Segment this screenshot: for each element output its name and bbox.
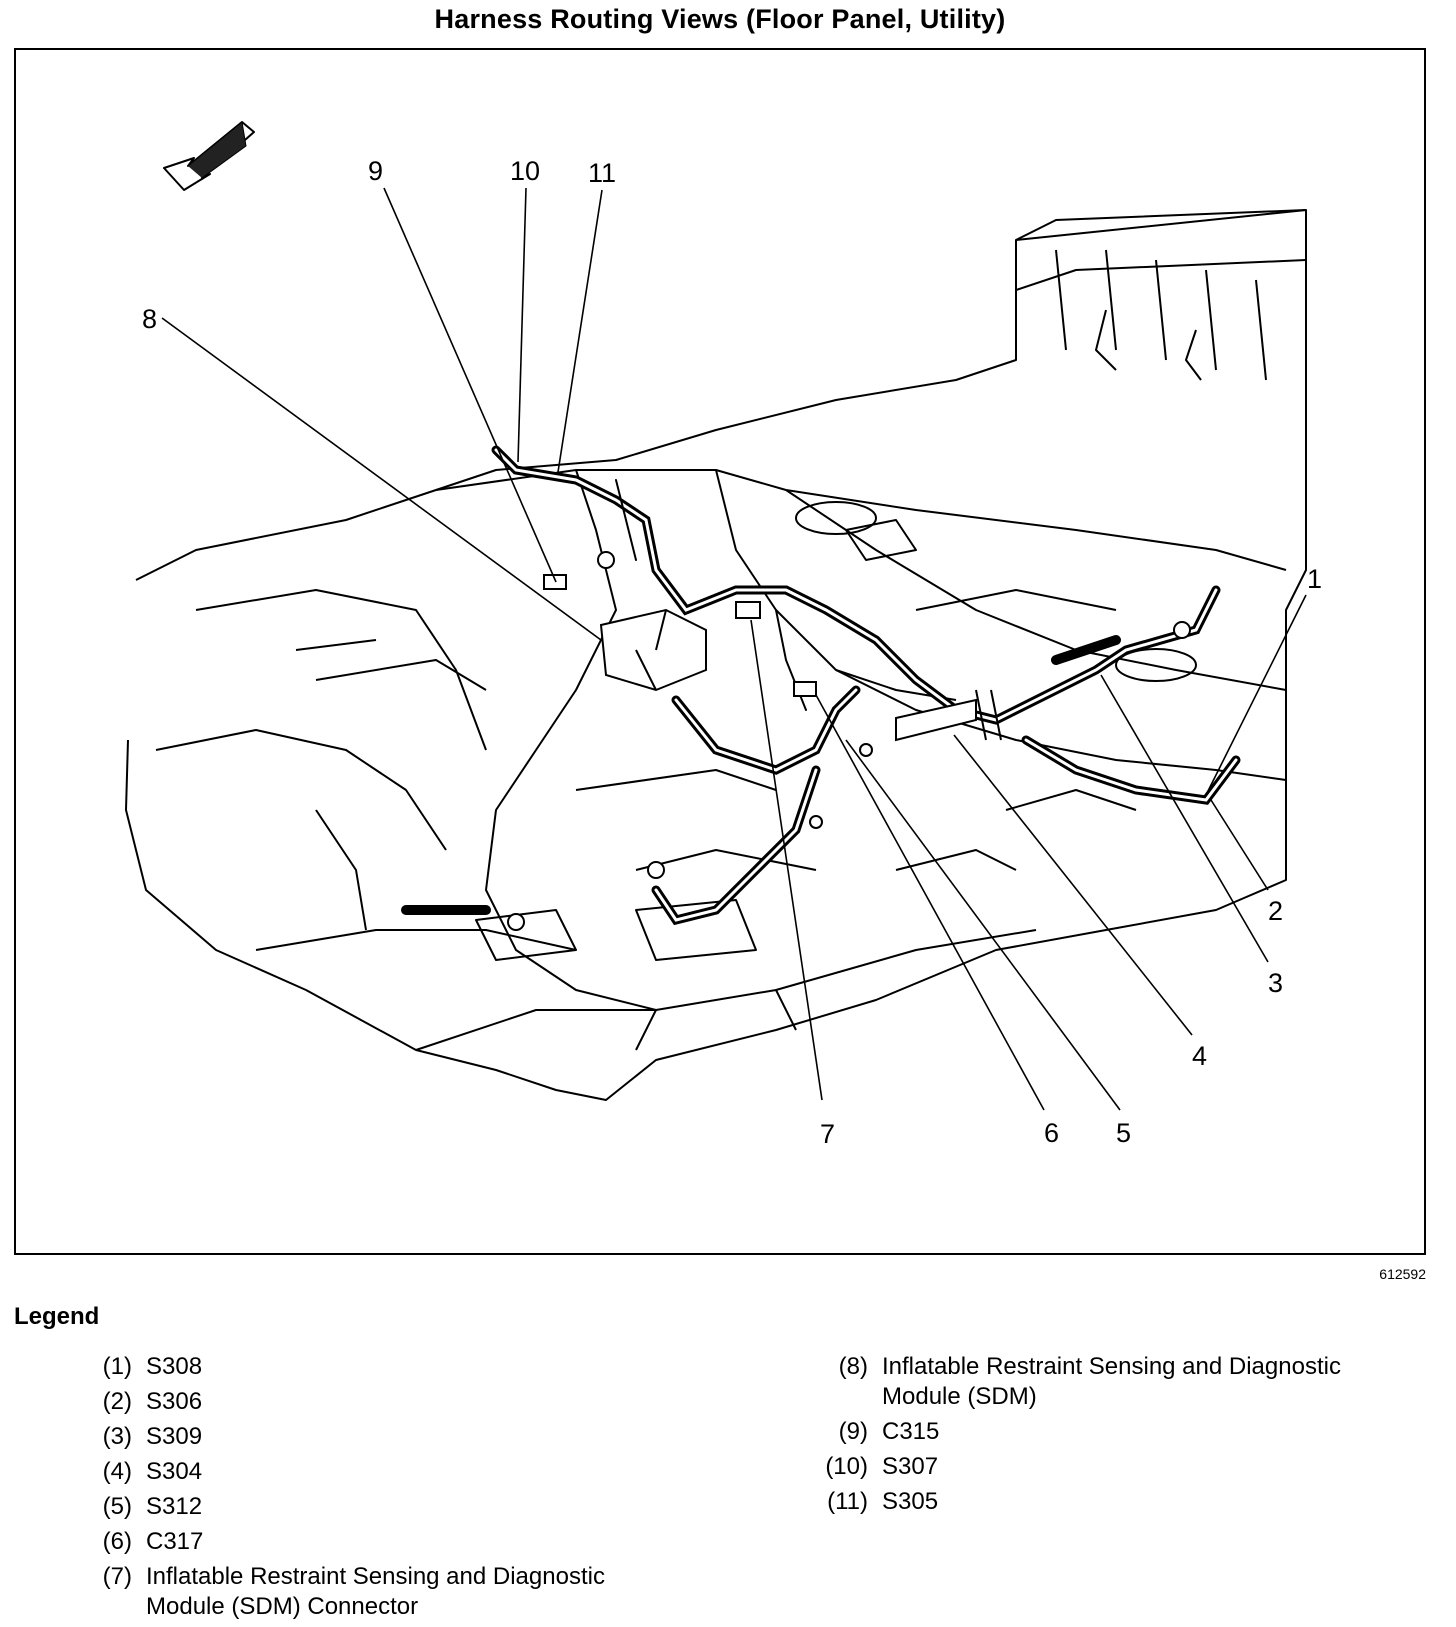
legend-item: (2) S306: [74, 1387, 686, 1417]
callout-5: 5: [1116, 1118, 1131, 1148]
legend-number: (11): [827, 1488, 868, 1515]
callout-9: 9: [368, 156, 383, 186]
callout-8: 8: [142, 304, 157, 334]
legend-number: (2): [102, 1388, 132, 1415]
callout-3: 3: [1268, 968, 1283, 998]
legend-description: Inflatable Restraint Sensing and Diagnos…: [146, 1563, 605, 1620]
callout-11: 11: [588, 158, 616, 188]
legend-item: (9) C315: [810, 1417, 1422, 1447]
legend-item: (6) C317: [74, 1527, 686, 1557]
figure-id: 612592: [1379, 1266, 1426, 1282]
legend-number: (6): [102, 1528, 132, 1555]
legend-heading: Legend: [14, 1303, 100, 1330]
sdm-connector: [735, 601, 761, 619]
legend-item: (3) S309: [74, 1422, 686, 1452]
c315-connector: [543, 574, 567, 590]
legend-item: (5) S312: [74, 1492, 686, 1522]
legend-item: (8) Inflatable Restraint Sensing and Dia…: [810, 1352, 1422, 1412]
legend-item: (1) S308: [74, 1352, 686, 1382]
legend-number: (4): [102, 1458, 132, 1485]
legend-column-right: (8) Inflatable Restraint Sensing and Dia…: [810, 1352, 1422, 1522]
legend-number: (3): [102, 1423, 132, 1450]
page-title: Harness Routing Views (Floor Panel, Util…: [434, 4, 1006, 34]
legend-number: (7): [102, 1563, 132, 1590]
floor-panel-outline: [125, 209, 1307, 1101]
diagram-frame: 1 2 3 4 5 6 7 8 9 10 11: [14, 48, 1426, 1255]
callout-10: 10: [510, 156, 540, 186]
legend-number: (9): [838, 1418, 868, 1445]
callout-2: 2: [1268, 896, 1283, 926]
legend-description: Inflatable Restraint Sensing and Diagnos…: [882, 1353, 1341, 1410]
legend-description: S305: [882, 1488, 939, 1515]
legend-description: S308: [146, 1353, 203, 1380]
legend-item: (10) S307: [810, 1452, 1422, 1482]
callout-4: 4: [1192, 1041, 1207, 1071]
c317-connector: [793, 681, 817, 697]
legend-item: (4) S304: [74, 1457, 686, 1487]
legend-description: C315: [882, 1418, 940, 1445]
legend-number: (5): [102, 1493, 132, 1520]
s304-splice: [895, 698, 977, 742]
legend-item: (7) Inflatable Restraint Sensing and Dia…: [74, 1562, 686, 1622]
legend-number: (1): [102, 1353, 132, 1380]
sdm-module: [599, 608, 707, 692]
legend-column-left: (1) S308 (2) S306 (3) S309 (4) S304 (5) …: [74, 1352, 686, 1627]
legend-number: (10): [825, 1453, 868, 1480]
legend-item: (11) S305: [810, 1487, 1422, 1517]
legend-description: C317: [146, 1528, 204, 1555]
legend-description: S312: [146, 1493, 203, 1520]
floor-panel-diagram: 1 2 3 4 5 6 7 8 9 10 11: [125, 121, 1322, 1149]
legend-description: S304: [146, 1458, 203, 1485]
callout-7: 7: [820, 1119, 835, 1149]
callout-6: 6: [1044, 1118, 1059, 1148]
legend-description: S306: [146, 1388, 203, 1415]
legend-number: (8): [838, 1353, 868, 1380]
callout-1: 1: [1307, 564, 1322, 594]
legend-description: S307: [882, 1453, 939, 1480]
legend-description: S309: [146, 1423, 203, 1450]
